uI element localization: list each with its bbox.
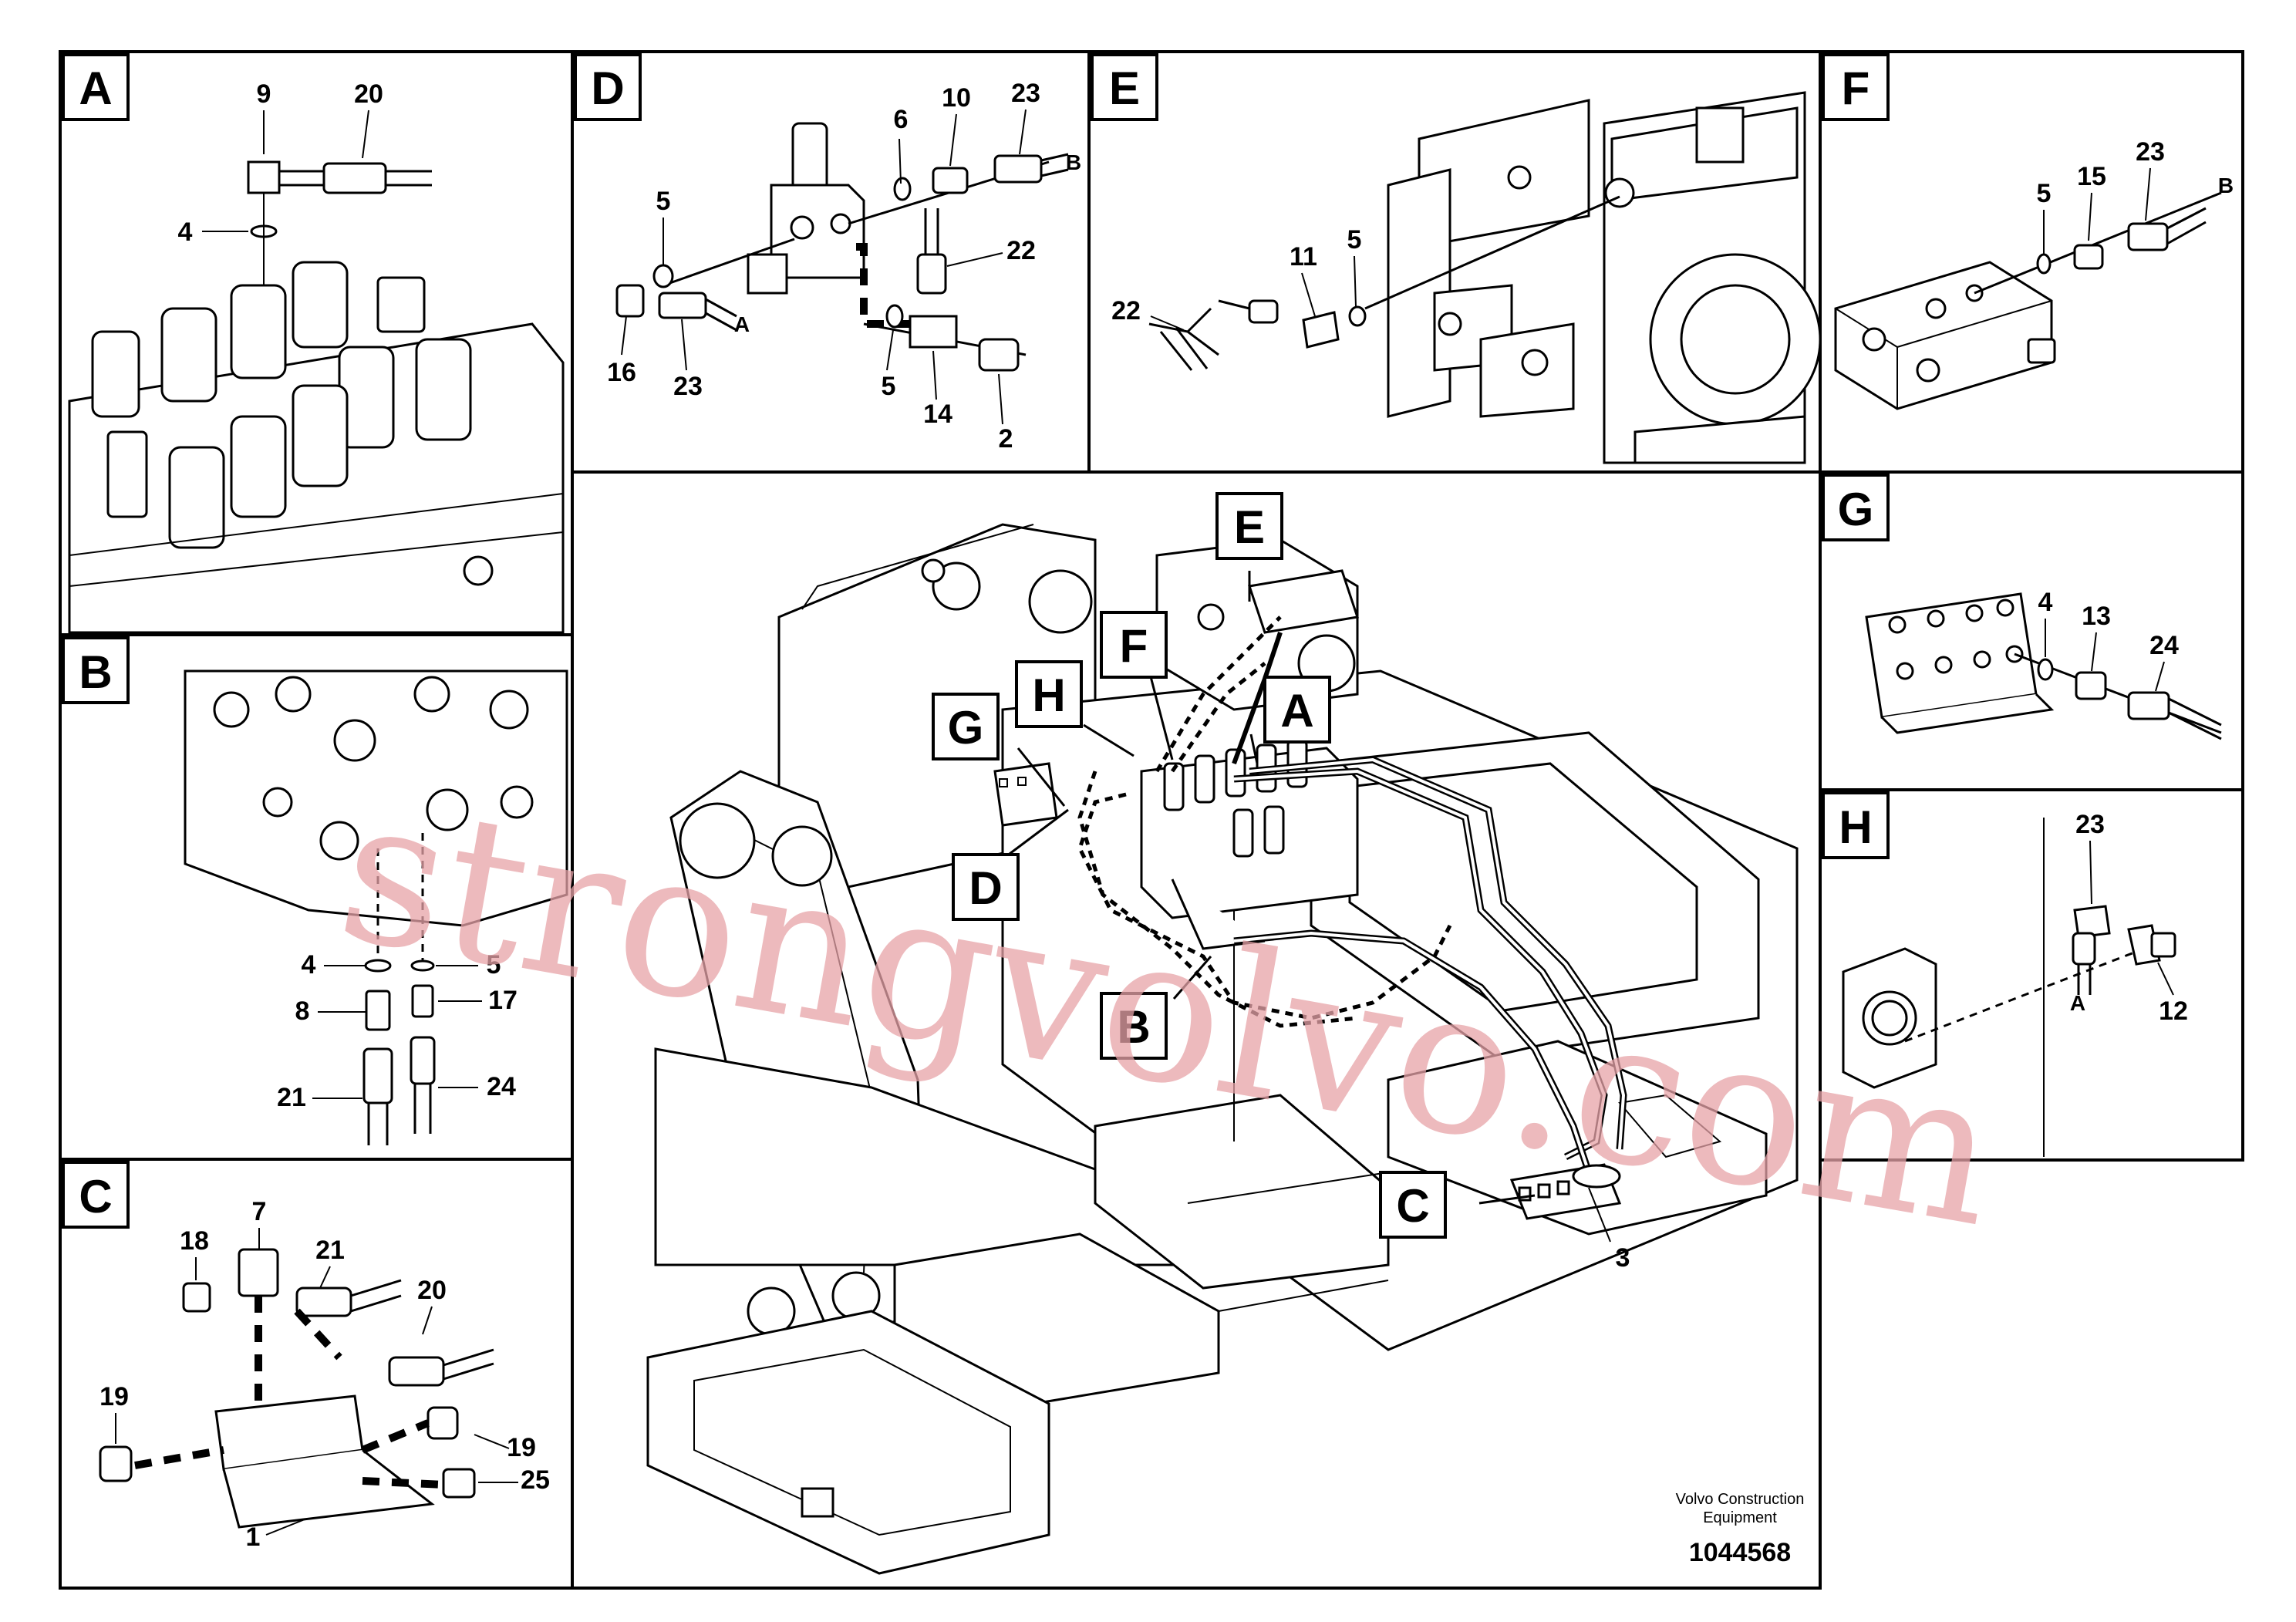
- callout-d-23a: 23: [1011, 79, 1040, 108]
- panel-c: C 7 18 21 20 19 19 25 1: [62, 1161, 550, 1552]
- main-tag-c: C: [1396, 1180, 1429, 1232]
- main-detail-tags: E F H G A D B C 3: [932, 492, 1630, 1273]
- main-tag-g: G: [948, 702, 984, 754]
- flag-d-b: B: [1066, 150, 1081, 174]
- callout-b-8: 8: [295, 996, 310, 1026]
- panel-h-tag: H: [1839, 801, 1872, 853]
- panel-c-tag: C: [79, 1171, 112, 1222]
- callout-b-5: 5: [487, 950, 501, 980]
- callout-c-1: 1: [246, 1523, 261, 1552]
- callout-d-10: 10: [942, 83, 971, 113]
- callout-c-21: 21: [315, 1236, 345, 1265]
- callout-a-4: 4: [178, 218, 193, 247]
- callout-b-4: 4: [302, 950, 316, 980]
- footer-doc-number: 1044568: [1689, 1538, 1791, 1567]
- callout-h-23: 23: [2075, 810, 2105, 839]
- drawing-footer: Volvo Construction Equipment 1044568: [1676, 1491, 1805, 1567]
- callout-h-12: 12: [2159, 996, 2188, 1026]
- flag-h-a: A: [2070, 991, 2085, 1015]
- panel-e-tag: E: [1109, 62, 1140, 114]
- callout-d-14: 14: [923, 400, 952, 429]
- main-leaders: [1006, 571, 1611, 1243]
- main-tag-d: D: [969, 862, 1002, 914]
- panel-a-tag: A: [79, 62, 112, 114]
- panel-b: B 4 5 8 17 21 24: [62, 636, 568, 1145]
- callout-d-16: 16: [607, 358, 636, 387]
- callout-d-5b: 5: [882, 372, 896, 401]
- panel-a: A 9 20 4: [62, 53, 565, 634]
- callout-a-20: 20: [354, 79, 383, 109]
- callout-g-4: 4: [2038, 588, 2053, 617]
- callout-main-3: 3: [1616, 1243, 1630, 1273]
- callout-a-9: 9: [257, 79, 271, 109]
- main-tag-e: E: [1234, 501, 1265, 553]
- footer-company-line2: Equipment: [1703, 1509, 1777, 1526]
- callout-g-13: 13: [2082, 602, 2111, 631]
- panel-f: F 5 15 23 B: [1822, 53, 2234, 410]
- callout-f-5: 5: [2037, 179, 2052, 208]
- callout-f-15: 15: [2077, 162, 2106, 191]
- main-view: [646, 523, 1799, 1575]
- callout-d-23b: 23: [673, 372, 703, 401]
- panel-e: E 22 11 5: [1091, 53, 1822, 464]
- callout-e-11: 11: [1290, 242, 1317, 271]
- flag-d-a: A: [734, 312, 750, 336]
- callout-e-22: 22: [1111, 296, 1141, 325]
- callout-c-20: 20: [417, 1276, 447, 1305]
- panel-g: G 4 13 24: [1822, 474, 2222, 740]
- panel-frames: [59, 50, 2244, 1590]
- panel-d-tag: D: [591, 62, 624, 114]
- callout-b-24: 24: [487, 1072, 516, 1101]
- main-tag-a: A: [1280, 685, 1313, 737]
- panel-h: H 23 12 A: [1822, 791, 2188, 1157]
- panel-b-tag: B: [79, 646, 112, 698]
- callout-g-24: 24: [2149, 631, 2179, 660]
- callout-c-7: 7: [252, 1197, 267, 1226]
- callout-d-6: 6: [894, 105, 909, 134]
- panel-f-tag: F: [1842, 62, 1870, 114]
- callout-d-2: 2: [999, 424, 1013, 454]
- flag-f-b: B: [2218, 174, 2234, 197]
- callout-c-19b: 19: [507, 1433, 536, 1462]
- main-tag-h: H: [1032, 669, 1065, 721]
- footer-company-line1: Volvo Construction: [1676, 1491, 1805, 1508]
- panel-g-tag: G: [1838, 484, 1874, 535]
- callout-e-5: 5: [1347, 225, 1362, 255]
- main-tag-b: B: [1117, 1001, 1150, 1053]
- callout-d-22: 22: [1006, 236, 1036, 265]
- callout-b-21: 21: [277, 1083, 306, 1112]
- callout-b-17: 17: [488, 986, 518, 1015]
- callout-c-18: 18: [180, 1226, 209, 1256]
- panel-d: D 6 10 23 5 22 16 23 5 14 2 B A: [574, 53, 1081, 454]
- main-tag-f: F: [1120, 620, 1148, 672]
- callout-c-19a: 19: [99, 1382, 129, 1411]
- callout-c-25: 25: [521, 1465, 550, 1495]
- callout-f-23: 23: [2136, 137, 2165, 167]
- callout-d-5a: 5: [656, 187, 671, 216]
